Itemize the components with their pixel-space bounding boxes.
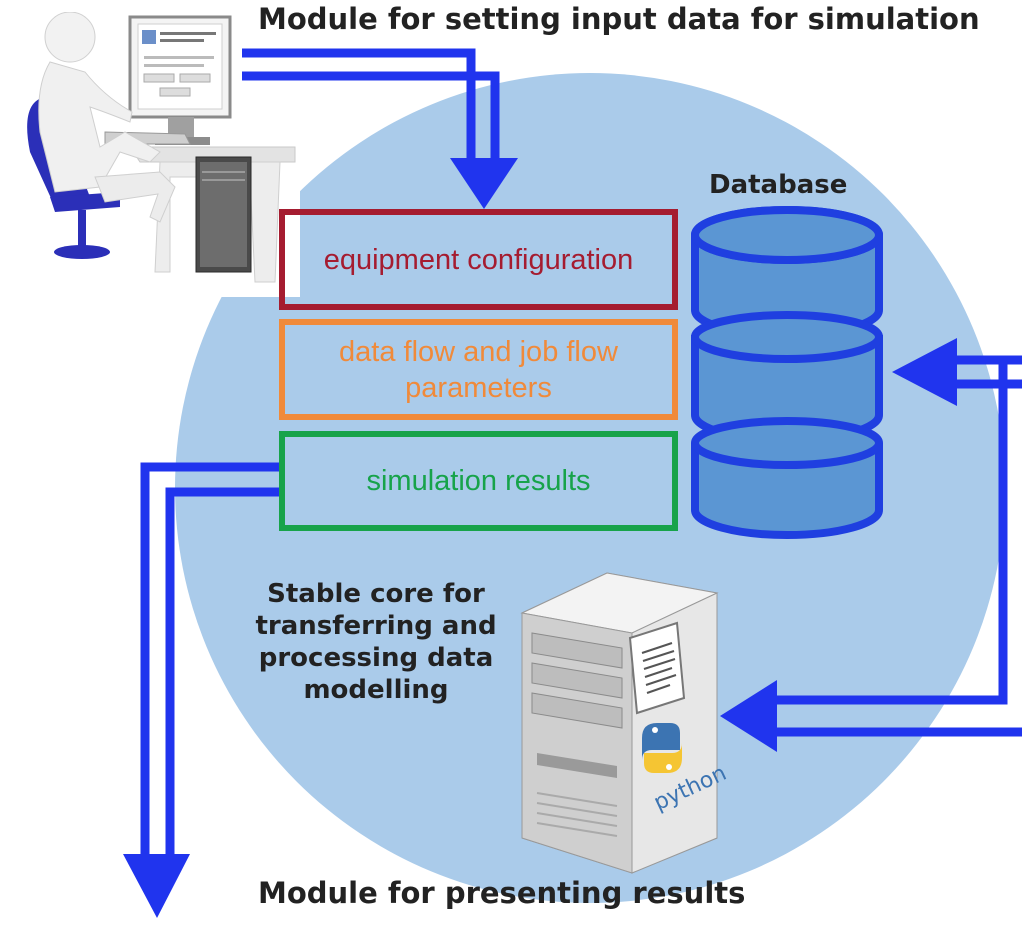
input-module-title: Module for setting input data for simula… — [258, 2, 980, 36]
output-arrow-head — [123, 854, 190, 918]
core-label: Stable core for transferring and process… — [255, 579, 497, 705]
output-arrow — [140, 462, 284, 856]
core-arrow — [775, 360, 1022, 737]
database-title: Database — [709, 170, 848, 200]
server-icon: python — [520, 572, 730, 874]
equipment-configuration-label: equipment configuration — [323, 243, 634, 276]
user-at-computer-icon — [10, 12, 300, 297]
database-arrow-head — [892, 338, 957, 406]
simulation-results-label: simulation results — [366, 465, 591, 497]
input-arrow — [242, 48, 500, 160]
output-module-title: Module for presenting results — [258, 876, 746, 910]
input-arrow-head — [450, 158, 518, 209]
equipment-configuration-box: equipment configuration — [279, 209, 678, 310]
document-icon — [628, 621, 686, 715]
core-arrow-head — [720, 680, 777, 752]
database-icon — [691, 206, 883, 539]
simulation-results-box: simulation results — [279, 431, 678, 531]
flow-parameters-label: data flow and job flow parameters — [339, 335, 618, 404]
database-arrow — [955, 355, 1022, 389]
flow-parameters-box: data flow and job flow parameters — [279, 319, 678, 420]
